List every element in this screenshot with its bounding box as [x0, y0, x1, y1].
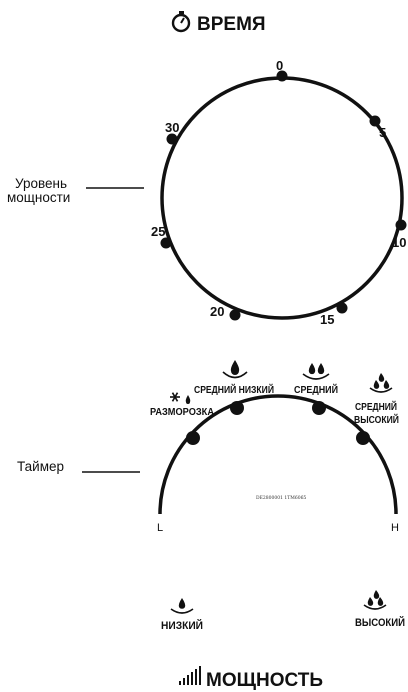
time-dial: 0 5 10 15 20 25 30: [151, 58, 407, 327]
part-code: DE2800001 1TM6065: [256, 495, 306, 501]
water-drop-icon: [230, 360, 240, 375]
timer-callout-text: Таймер: [17, 459, 64, 474]
power-dot-medium-low: [230, 401, 244, 415]
power-label-medium-high-line2: ВЫСОКИЙ: [354, 413, 399, 426]
power-dot-defrost: [186, 431, 200, 445]
power-dot-medium: [312, 401, 326, 415]
water-drop-icon: [317, 363, 325, 375]
snowflake-icon: [170, 392, 180, 402]
water-drop-icon: [185, 395, 191, 404]
power-low-marker: НИЗКИЙ: [161, 598, 203, 632]
time-dot-10: [395, 219, 407, 231]
time-dot-20: [229, 309, 241, 321]
power-high-marker: ВЫСОКИЙ: [355, 590, 405, 629]
time-tick-25: 25: [151, 224, 165, 239]
power-end-high: H: [391, 522, 399, 534]
time-dot-25: [160, 237, 172, 249]
time-dot-15: [336, 302, 348, 314]
power-label-medium: СРЕДНИЙ: [294, 383, 338, 396]
medium-high-icon: [369, 373, 393, 393]
time-tick-10: 10: [392, 235, 406, 250]
time-title-text: ВРЕМЯ: [197, 14, 266, 35]
time-dot-5: [369, 115, 381, 127]
time-dial-ring: [160, 76, 404, 320]
water-drop-icon: [383, 380, 390, 389]
power-dial-arc: [158, 394, 398, 515]
water-drop-icon: [373, 380, 380, 389]
timer-callout: Таймер: [17, 459, 140, 474]
power-label-defrost: РАЗМОРОЗКА: [150, 406, 214, 418]
power-end-low: L: [157, 522, 163, 534]
power-label-medium-high-line1: СРЕДНИЙ: [355, 400, 397, 413]
time-tick-0: 0: [276, 58, 283, 73]
power-label-high: ВЫСОКИЙ: [355, 616, 405, 629]
signal-bars-icon: [179, 666, 201, 685]
power-level-callout-line1: Уровень: [15, 176, 67, 191]
power-level-callout: Уровень мощности: [7, 176, 144, 205]
water-drop-icon: [178, 598, 186, 609]
water-drop-icon: [367, 597, 374, 606]
time-tick-30: 30: [165, 120, 179, 135]
water-drop-icon: [308, 363, 316, 375]
time-tick-20: 20: [210, 304, 224, 319]
power-label-low: НИЗКИЙ: [161, 619, 203, 632]
power-level-callout-line2: мощности: [7, 190, 70, 205]
medium-icon: [302, 363, 330, 380]
power-dial: РАЗМОРОЗКА СРЕДНИЙ НИЗКИЙ СРЕДНИЙ СРЕДНИ…: [150, 360, 399, 534]
power-label-medium-low: СРЕДНИЙ НИЗКИЙ: [194, 383, 274, 396]
power-title-text: МОЩНОСТЬ: [206, 670, 323, 691]
power-dot-medium-high: [356, 431, 370, 445]
time-title: ВРЕМЯ: [171, 11, 266, 35]
medium-low-icon: [222, 360, 248, 379]
time-dot-0: [276, 70, 288, 82]
water-drop-icon: [377, 597, 384, 606]
water-drop-icon: [373, 590, 380, 599]
stopwatch-icon: [171, 11, 191, 33]
time-tick-15: 15: [320, 312, 334, 327]
water-drop-icon: [378, 373, 385, 382]
time-tick-5: 5: [379, 125, 386, 140]
time-dot-30: [166, 133, 178, 145]
power-title: МОЩНОСТЬ: [179, 666, 323, 691]
